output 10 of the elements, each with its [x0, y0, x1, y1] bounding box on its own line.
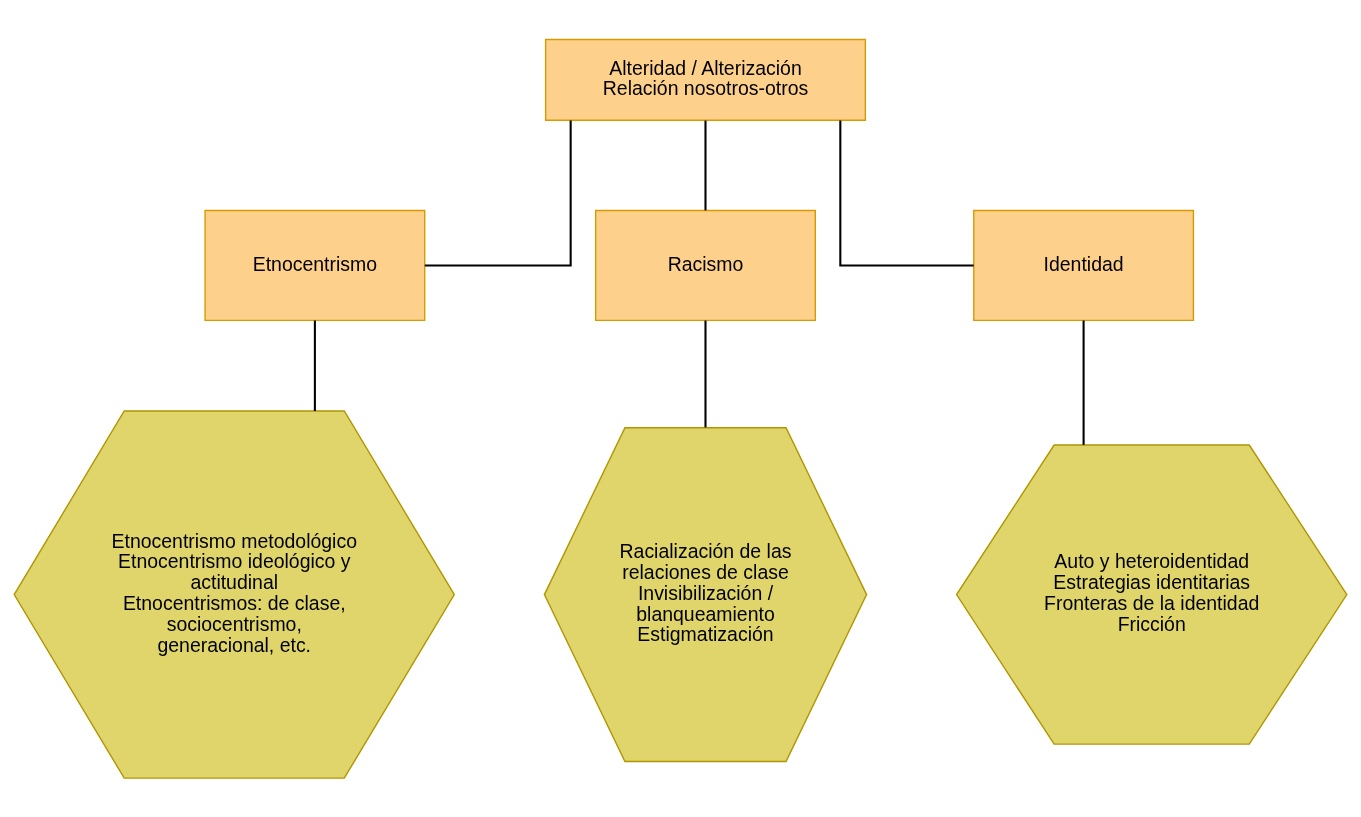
connector [704, 120, 707, 210]
connector [1082, 320, 1085, 445]
node-box: Etnocentrismo [204, 209, 426, 321]
connector [704, 320, 707, 427]
connector [313, 320, 316, 411]
node-box: Identidad [973, 209, 1195, 321]
node-box: Alteridad / Alterización Relación nosotros-otros [544, 38, 867, 121]
node-box: Racismo [595, 209, 816, 321]
connector [424, 120, 572, 267]
connector [839, 120, 974, 267]
